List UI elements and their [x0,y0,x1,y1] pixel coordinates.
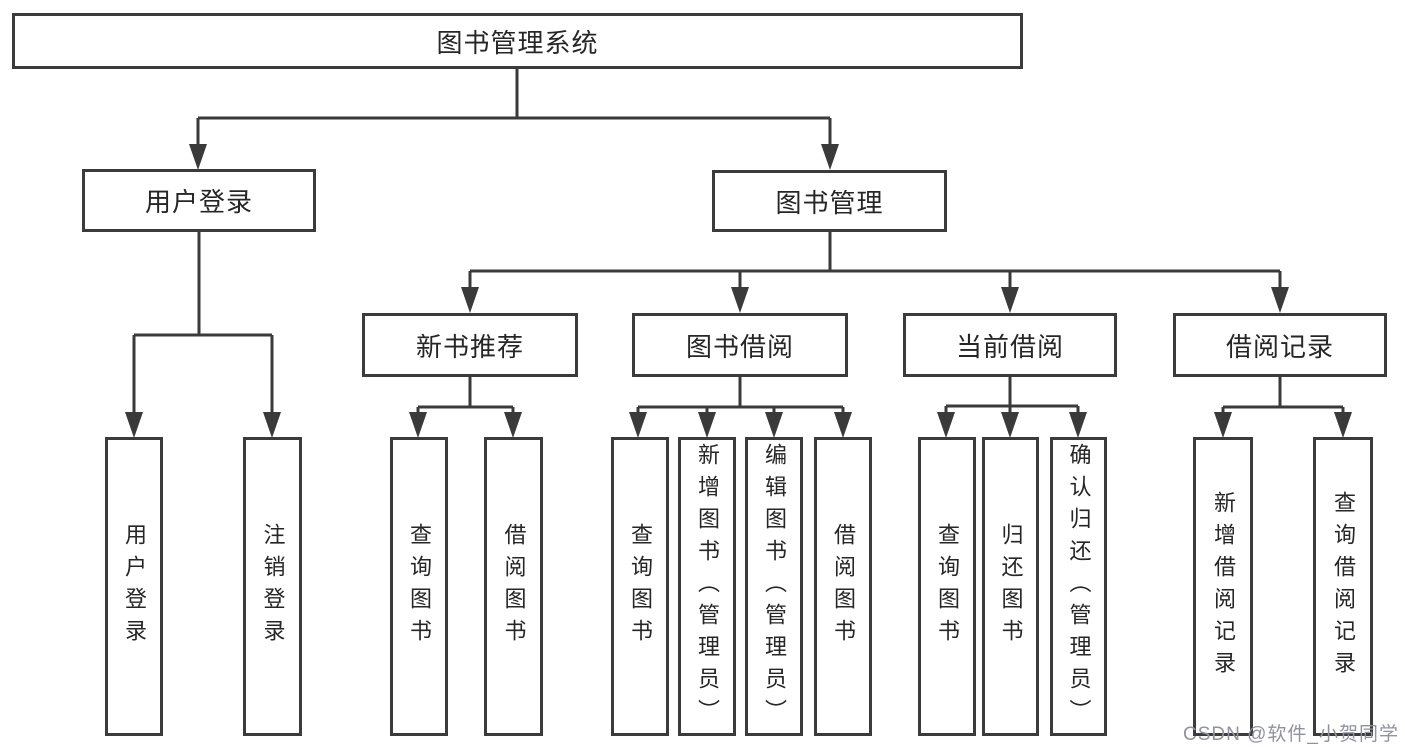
node-root: 图书管理系统 [12,13,1023,69]
node-leaf-return-book-label: 归还图书 [998,522,1024,651]
node-leaf-query-books-1-label: 查询图书 [407,522,432,651]
connector-current-borrow-children [937,377,1087,438]
node-leaf-user-login: 用户登录 [105,437,163,736]
node-leaf-borrow-books-1-label: 借阅图书 [501,522,527,651]
node-book-management: 图书管理 [712,170,947,232]
node-leaf-return-book: 归还图书 [982,437,1039,736]
node-leaf-query-borrow-record: 查询借阅记录 [1313,437,1373,736]
node-leaf-add-book-admin: 新增图书（管理员） [678,437,736,736]
node-leaf-confirm-return-admin-label: 确认归还（管理员） [1066,442,1092,731]
connector-borrow-records-children [1214,377,1352,438]
node-leaf-edit-book-admin-label: 编辑图书（管理员） [762,442,787,731]
node-user-login-label: 用户登录 [144,187,253,217]
node-leaf-borrow-books-1: 借阅图书 [484,437,543,736]
node-leaf-query-books-3-label: 查询图书 [935,522,960,651]
connector-book-borrow-children [629,377,852,438]
node-leaf-query-borrow-record-label: 查询借阅记录 [1331,490,1356,683]
node-new-book-recommend-label: 新书推荐 [415,331,524,362]
node-leaf-add-borrow-record: 新增借阅记录 [1193,437,1253,736]
node-leaf-query-books-1: 查询图书 [390,437,448,736]
node-current-borrow-label: 当前借阅 [955,331,1064,362]
node-current-borrow: 当前借阅 [903,313,1117,377]
node-leaf-query-books-3: 查询图书 [918,437,976,736]
node-book-management-label: 图书管理 [775,187,884,218]
node-leaf-logout-label: 注销登录 [260,522,286,651]
node-leaf-query-books-2-label: 查询图书 [628,522,653,651]
node-leaf-add-book-admin-label: 新增图书（管理员） [695,442,720,731]
connector-new-book-recommend-children [409,377,522,438]
node-leaf-add-borrow-record-label: 新增借阅记录 [1211,490,1236,683]
node-leaf-borrow-books-2-label: 借阅图书 [831,522,856,651]
node-new-book-recommend: 新书推荐 [362,313,578,377]
node-leaf-query-books-2: 查询图书 [611,437,669,736]
node-borrow-records-label: 借阅记录 [1225,331,1334,362]
node-leaf-edit-book-admin: 编辑图书（管理员） [745,437,803,736]
connector-user-login-children [125,232,281,438]
watermark-text: CSDN @软件_小贺同学 [1183,724,1399,745]
node-user-login: 用户登录 [82,169,316,232]
node-book-borrow: 图书借阅 [632,313,848,377]
node-root-label: 图书管理系统 [436,27,599,58]
connector-root-to-level2 [189,69,839,170]
node-leaf-user-login-label: 用户登录 [122,522,147,651]
node-leaf-borrow-books-2: 借阅图书 [814,437,872,736]
node-leaf-logout: 注销登录 [243,437,302,736]
node-leaf-confirm-return-admin: 确认归还（管理员） [1050,437,1107,736]
node-borrow-records: 借阅记录 [1173,313,1387,377]
connector-book-management-children [461,232,1289,313]
node-book-borrow-label: 图书借阅 [685,331,794,362]
